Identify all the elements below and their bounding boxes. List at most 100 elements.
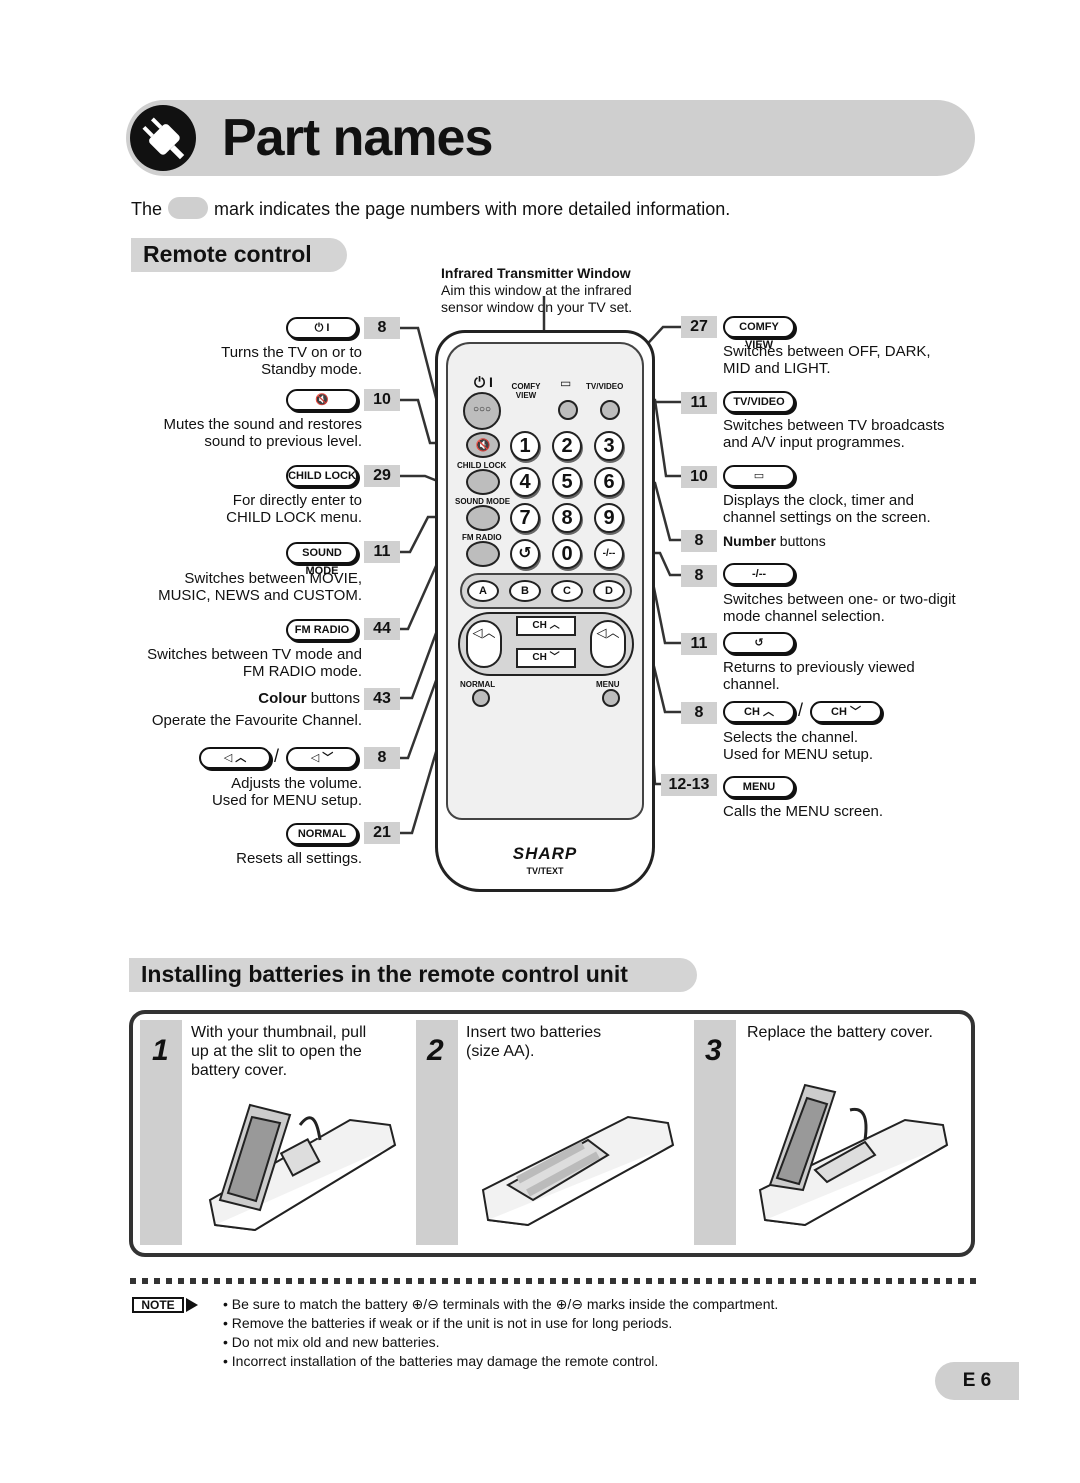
section-remote-heading: Remote control bbox=[131, 238, 347, 272]
page-ref-display: 10 bbox=[681, 466, 717, 488]
fm-radio-button[interactable] bbox=[466, 541, 500, 567]
page-ref-tvvideo: 11 bbox=[681, 392, 717, 414]
power-icon: ⏻ I bbox=[314, 322, 330, 334]
digit-button[interactable]: 8 bbox=[552, 503, 582, 533]
digit-mode-button[interactable]: -/-- bbox=[594, 539, 624, 569]
display-pill: ▭ bbox=[723, 465, 795, 487]
return-button[interactable]: ↺ bbox=[510, 539, 540, 569]
dotted-separator bbox=[130, 1278, 976, 1284]
page-ref-comfy: 27 bbox=[681, 316, 717, 338]
colour-buttons-label: Colour buttons bbox=[200, 690, 360, 707]
power-symbol-icon: ⏻ I bbox=[474, 374, 493, 390]
volume-down-pill: ◁ ﹀ bbox=[286, 747, 358, 769]
volume-pad-button[interactable]: ◁︿ bbox=[466, 620, 502, 668]
note-tag: NOTE bbox=[132, 1297, 184, 1313]
display-button[interactable] bbox=[558, 400, 578, 420]
illustration-replace-cover bbox=[758, 1083, 949, 1227]
volume-up-pill: ◁ ︿ bbox=[199, 747, 271, 769]
page-ref-digit-mode: 8 bbox=[681, 565, 717, 587]
return-pill: ↺ bbox=[723, 632, 795, 654]
colour-button-c[interactable]: C bbox=[551, 580, 583, 602]
child-lock-label: CHILD LOCK bbox=[457, 461, 507, 470]
page-mark-sample bbox=[168, 197, 209, 219]
ch-down-button-label: CH bbox=[532, 652, 547, 663]
chevron-down-icon: ﹀ bbox=[849, 706, 861, 718]
ch-down-label: CH bbox=[831, 706, 847, 718]
child-lock-button[interactable] bbox=[466, 469, 500, 495]
number-label-bold: Number bbox=[723, 533, 776, 549]
volume-pad-right-icon: ◁︿ bbox=[596, 625, 620, 640]
tvvideo-button[interactable] bbox=[600, 400, 620, 420]
sound-mode-button[interactable] bbox=[466, 505, 500, 531]
normal-pill: NORMAL bbox=[286, 823, 358, 845]
page-title: Part names bbox=[222, 109, 493, 167]
digit-button[interactable]: 5 bbox=[552, 467, 582, 497]
step-1-number: 1 bbox=[152, 1034, 169, 1067]
power-button[interactable]: ○○○ bbox=[463, 392, 501, 430]
desc-channel: Selects the channel. Used for MENU setup… bbox=[723, 729, 874, 763]
page-ref-volume: 8 bbox=[364, 747, 400, 769]
desc-colour: Operate the Favourite Channel. bbox=[151, 712, 362, 729]
colour-button-b[interactable]: B bbox=[509, 580, 541, 602]
step-2-text: Insert two batteries (size AA). bbox=[466, 1024, 602, 1060]
mute-pill: 🔇 bbox=[286, 389, 358, 411]
digit-button[interactable]: 6 bbox=[594, 467, 624, 497]
desc-fm-radio: Switches between TV mode and FM RADIO mo… bbox=[147, 646, 362, 680]
ch-up-button[interactable]: CH ︿ bbox=[516, 616, 576, 636]
number-buttons-label: Number buttons bbox=[723, 533, 826, 550]
volume-pad-button-right[interactable]: ◁︿ bbox=[590, 620, 626, 668]
volume-down-icon: ◁ ﹀ bbox=[310, 752, 334, 764]
digit-button[interactable]: 7 bbox=[510, 503, 540, 533]
tvvideo-label: TV/VIDEO bbox=[586, 382, 624, 391]
colour-label-bold: Colour bbox=[258, 690, 307, 707]
brand-logo: SHARP bbox=[512, 844, 578, 863]
step-3-number: 3 bbox=[705, 1034, 722, 1067]
page-number: E 6 bbox=[935, 1362, 1019, 1400]
ch-down-pill: CH ﹀ bbox=[810, 701, 882, 723]
page-ref-number: 8 bbox=[681, 530, 717, 552]
comfy-view-pill: COMFY VIEW bbox=[723, 316, 795, 351]
illustration-open-cover bbox=[208, 1103, 397, 1232]
step-1-bar bbox=[140, 1020, 182, 1245]
digit-button[interactable]: 0 bbox=[552, 539, 582, 569]
display-symbol-icon: ▭ bbox=[560, 376, 572, 390]
digit-mode-pill: -/-- bbox=[723, 563, 795, 585]
digit-button[interactable]: 9 bbox=[594, 503, 624, 533]
ir-window-desc: Aim this window at the infrared sensor w… bbox=[441, 282, 633, 315]
digit-button[interactable]: 1 bbox=[510, 431, 540, 461]
plug-icon bbox=[130, 105, 196, 171]
page-ref-menu: 12-13 bbox=[661, 774, 717, 796]
page-ref-sound-mode: 11 bbox=[364, 541, 400, 563]
normal-button[interactable] bbox=[472, 689, 490, 707]
note-line: • Be sure to match the battery ⊕/⊖ termi… bbox=[223, 1296, 779, 1312]
ch-down-button[interactable]: CH ﹀ bbox=[516, 648, 576, 668]
tv-video-pill: TV/VIDEO bbox=[723, 391, 795, 413]
volume-up-icon: ◁ ︿ bbox=[223, 752, 247, 764]
menu-pill: MENU bbox=[723, 776, 795, 798]
desc-volume: Adjusts the volume. Used for MENU setup. bbox=[211, 775, 362, 809]
page-ref-colour: 43 bbox=[364, 688, 400, 710]
volume-pad-icon: ◁︿ bbox=[472, 625, 496, 640]
desc-return: Returns to previously viewed channel. bbox=[723, 659, 915, 693]
menu-button[interactable] bbox=[602, 689, 620, 707]
step-3-bar bbox=[694, 1020, 736, 1245]
menu-label: MENU bbox=[596, 680, 620, 689]
desc-sound-mode: Switches between MOVIE, MUSIC, NEWS and … bbox=[158, 570, 362, 604]
colour-button-d[interactable]: D bbox=[593, 580, 625, 602]
digit-button[interactable]: 3 bbox=[594, 431, 624, 461]
colour-button-a[interactable]: A bbox=[467, 580, 499, 602]
step-3-text: Replace the battery cover. bbox=[747, 1024, 933, 1041]
digit-button[interactable]: 4 bbox=[510, 467, 540, 497]
desc-tvvideo: Switches between TV broadcasts and A/V i… bbox=[723, 417, 945, 451]
note-arrow-icon bbox=[186, 1298, 198, 1312]
digit-button[interactable]: 2 bbox=[552, 431, 582, 461]
desc-child-lock: For directly enter to CHILD LOCK menu. bbox=[226, 492, 362, 526]
desc-digit-mode: Switches between one- or two-digit mode … bbox=[723, 591, 956, 625]
desc-menu: Calls the MENU screen. bbox=[723, 803, 884, 820]
section-batteries-heading: Installing batteries in the remote contr… bbox=[129, 958, 697, 992]
mute-button[interactable]: 🔇 bbox=[466, 432, 500, 458]
step-2-number: 2 bbox=[427, 1034, 444, 1067]
page-ref-return: 11 bbox=[681, 633, 717, 655]
